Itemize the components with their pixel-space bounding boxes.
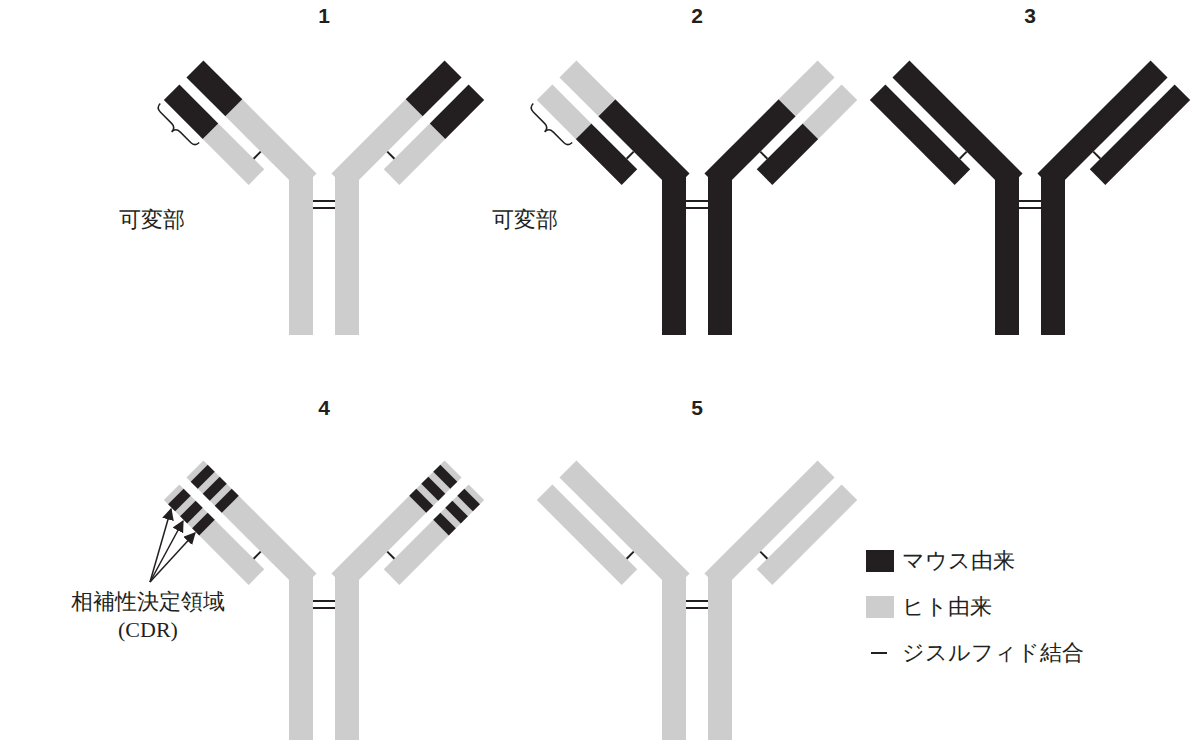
legend-swatch: [866, 596, 894, 618]
disulfide-bond: [313, 600, 335, 602]
figure-number: 4: [318, 396, 330, 419]
legend-entry: ジスルフィド結合: [866, 640, 1084, 666]
antibody-figure: [870, 60, 1190, 335]
legend-text: マウス由来: [902, 548, 1015, 574]
region-label: 可変部: [119, 206, 185, 234]
antibody-arm: [870, 60, 1023, 213]
disulfide-bond: [313, 207, 335, 209]
cdr-pointer-arrows: [150, 509, 195, 582]
antibody-figure: [525, 60, 857, 335]
antibody-arm: [331, 460, 484, 613]
heavy-chain-stem: [662, 571, 686, 740]
antibody-figure: [152, 60, 484, 335]
legend-line: [871, 652, 887, 654]
disulfide-bond: [313, 607, 335, 609]
heavy-chain-stem: [289, 171, 313, 335]
legend-text: ヒト由来: [902, 594, 992, 620]
disulfide-bond: [1019, 207, 1041, 209]
antibody-arm: [331, 60, 484, 213]
heavy-chain-stem: [995, 171, 1019, 335]
heavy-chain-stem: [335, 571, 359, 740]
legend-text: ジスルフィド結合: [902, 640, 1084, 666]
antibody-arm: [537, 460, 690, 613]
legend-entry: マウス由来: [866, 548, 1015, 574]
antibody-figure: [537, 460, 857, 740]
disulfide-bond: [686, 600, 708, 602]
figure-number: 1: [318, 4, 330, 27]
heavy-chain-stem: [662, 171, 686, 335]
legend-line-sample: [866, 642, 894, 664]
region-label: 可変部: [492, 206, 558, 234]
disulfide-bond: [686, 607, 708, 609]
figure-number: 5: [691, 396, 703, 419]
figure-number: 2: [691, 4, 703, 27]
region-label: 相補性決定領域 (CDR): [53, 588, 243, 643]
heavy-chain-stem: [289, 571, 313, 740]
cdr-stripes: [168, 465, 239, 536]
heavy-chain-stem: [335, 171, 359, 335]
disulfide-bond: [686, 207, 708, 209]
heavy-chain-stem: [708, 171, 732, 335]
antibody-arm: [704, 460, 857, 613]
disulfide-bond: [1019, 200, 1041, 202]
legend-entry: ヒト由来: [866, 594, 992, 620]
cdr-stripes: [409, 465, 480, 536]
disulfide-bond: [313, 200, 335, 202]
variable-region-brace: [152, 104, 199, 151]
variable-region-brace: [525, 104, 572, 151]
antibody-arm: [525, 60, 690, 225]
legend-swatch: [866, 550, 894, 572]
heavy-chain-stem: [1041, 171, 1065, 335]
antibody-arm: [704, 60, 857, 213]
figure-number: 3: [1024, 4, 1036, 27]
heavy-chain-stem: [708, 571, 732, 740]
antibody-arm: [152, 60, 317, 225]
disulfide-bond: [686, 200, 708, 202]
antibody-arm: [1037, 60, 1190, 213]
